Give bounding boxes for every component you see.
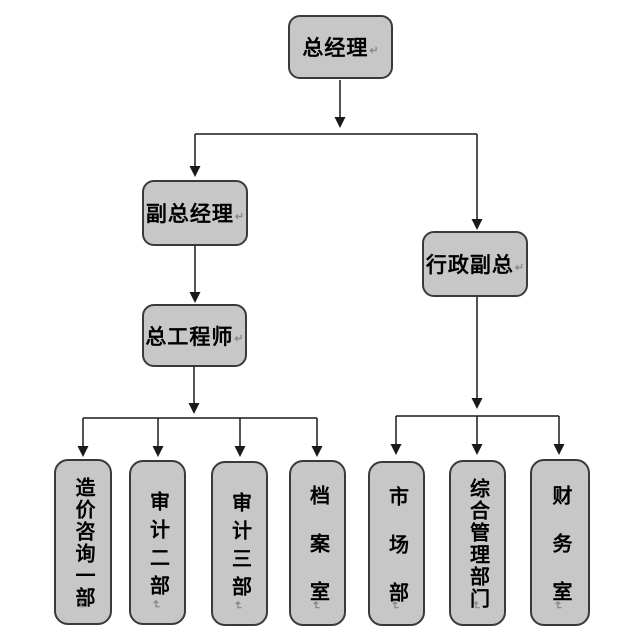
arrowhead-down-icon	[471, 219, 483, 230]
arrowhead-down-icon	[471, 444, 483, 455]
arrowhead-down-icon	[334, 117, 346, 128]
node-deputy-general-manager: 副总经理↵	[142, 180, 248, 246]
node-finance-room: 财务室 ↵	[530, 459, 590, 629]
node-label: 市场部	[385, 485, 408, 630]
node-label: 综合管理部门	[466, 478, 489, 610]
node-general-manager: 总经理↵	[288, 15, 393, 79]
return-mark-icon: ↵	[234, 210, 245, 223]
node-admin-vice-president: 行政副总↵	[422, 231, 528, 297]
node-label: 总经理	[302, 36, 369, 60]
arrowhead-down-icon	[152, 446, 164, 457]
return-mark-icon: ↵	[309, 600, 322, 611]
node-market-dept: 市场部 ↵	[368, 461, 425, 630]
node-archives-room: 档案室 ↵	[289, 460, 346, 629]
arrowhead-down-icon	[311, 446, 323, 457]
node-chief-engineer: 总工程师↵	[142, 304, 247, 367]
node-cost-consulting-dept1: 造价咨询一部 ↵	[54, 459, 112, 625]
node-label: 副总经理	[145, 202, 234, 226]
return-mark-icon: ↵	[231, 600, 244, 611]
return-mark-icon: ↵	[551, 600, 564, 611]
node-label: 行政副总	[425, 253, 514, 277]
arrowhead-down-icon	[188, 403, 200, 414]
node-label: 审计三部	[228, 491, 251, 604]
node-label: 财务室	[549, 484, 571, 629]
return-mark-icon: ↵	[74, 599, 87, 610]
arrowhead-down-icon	[189, 166, 201, 177]
arrowhead-down-icon	[77, 446, 89, 457]
arrowhead-down-icon	[471, 398, 483, 409]
arrowhead-down-icon	[189, 292, 201, 303]
node-label: 档案室	[306, 485, 329, 629]
node-label: 造价咨询一部	[72, 477, 94, 609]
return-mark-icon: ↵	[234, 333, 244, 345]
arrowhead-down-icon	[553, 444, 565, 455]
node-general-admin-dept: 综合管理部门 ↵	[449, 460, 506, 626]
return-mark-icon: ↵	[388, 600, 401, 611]
return-mark-icon: ↵	[514, 261, 525, 274]
node-label: 总工程师	[145, 324, 234, 349]
return-mark-icon: ↵	[469, 600, 482, 611]
arrowhead-down-icon	[234, 446, 246, 457]
node-label: 审计二部	[146, 490, 169, 603]
node-audit-dept3: 审计三部 ↵	[211, 461, 268, 626]
return-mark-icon: ↵	[369, 44, 379, 57]
node-audit-dept2: 审计二部 ↵	[129, 460, 186, 625]
arrowhead-down-icon	[390, 444, 402, 455]
return-mark-icon: ↵	[149, 599, 162, 610]
